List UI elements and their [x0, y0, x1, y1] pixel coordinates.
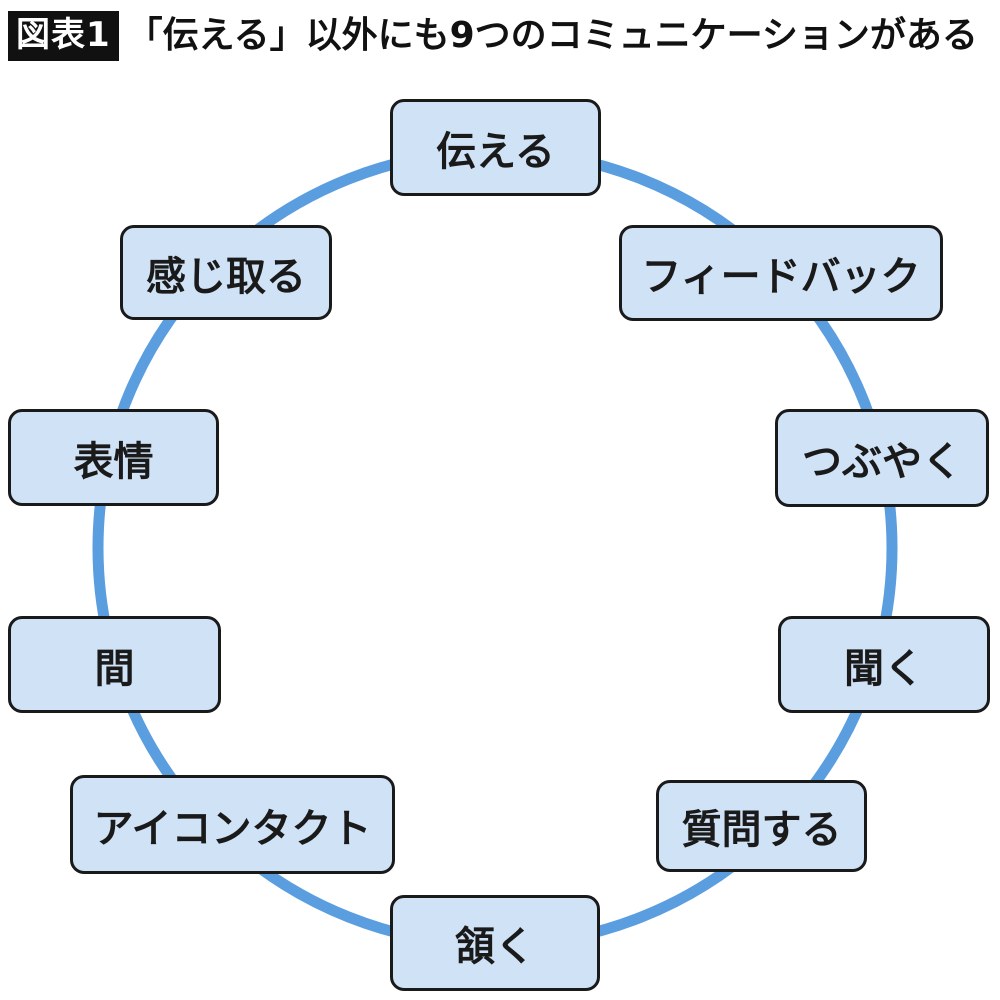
figure-header: 図表1 「伝える」以外にも9つのコミュニケーションがある	[8, 10, 978, 62]
node-hyoujou: 表情	[8, 409, 219, 506]
node-ma: 間	[8, 616, 221, 713]
node-feedback: フィードバック	[619, 225, 943, 321]
figure-title: 「伝える」以外にも9つのコミュニケーションがある	[126, 15, 978, 56]
node-kiku: 聞く	[778, 616, 990, 713]
node-tsubuyaku: つぶやく	[775, 409, 989, 507]
node-shitsumon-suru: 質問する	[656, 780, 867, 872]
node-unazuku: 頷く	[390, 895, 600, 991]
node-kanjitoru: 感じ取る	[120, 225, 332, 320]
node-eye-contact: アイコンタクト	[70, 775, 395, 874]
figure-number-badge: 図表1	[8, 11, 119, 61]
node-tsutaeru: 伝える	[390, 99, 601, 196]
